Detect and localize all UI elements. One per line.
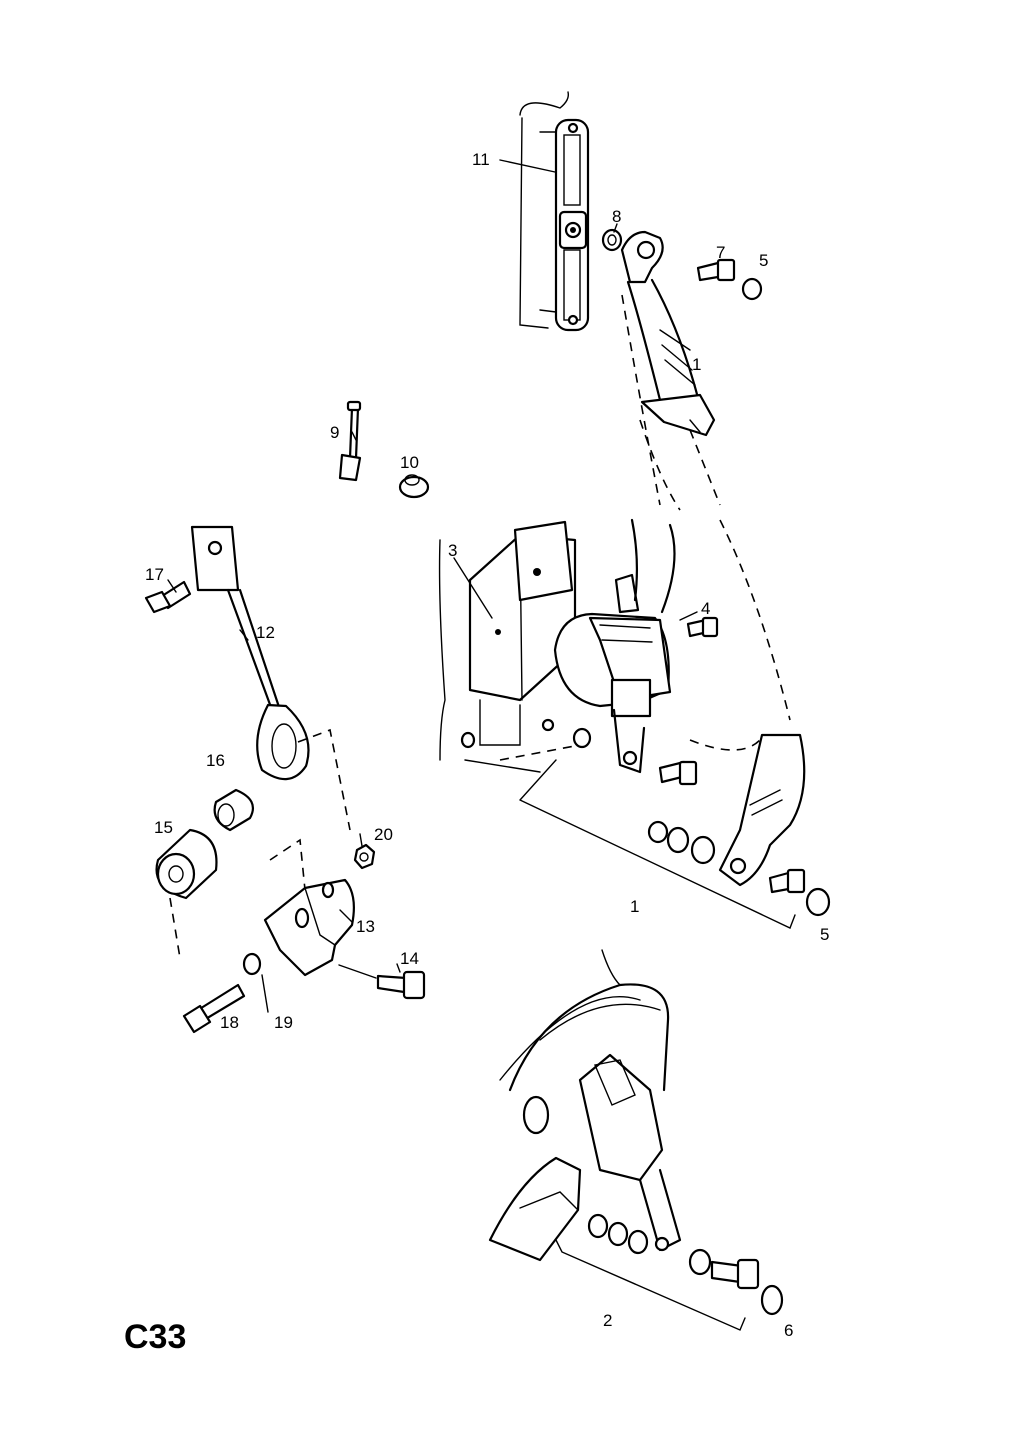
height-adjuster-rail	[519, 91, 590, 332]
retractor-assembly	[438, 518, 676, 774]
bolt-7	[696, 258, 736, 282]
bolt-18	[182, 983, 246, 1034]
washer-19	[242, 952, 262, 976]
lower-anchor-bolt-retractor	[460, 727, 698, 786]
callout-12: 12	[256, 623, 275, 642]
callout-1-upper: 1	[692, 355, 701, 374]
callout-9: 9	[330, 423, 339, 442]
callout-18: 18	[220, 1013, 239, 1032]
bush-15	[155, 828, 218, 900]
callout-17: 17	[145, 565, 164, 584]
callout-2: 2	[603, 1311, 612, 1330]
bolt-17	[144, 580, 192, 614]
callout-1-lower: 1	[630, 897, 639, 916]
callout-14: 14	[400, 949, 419, 968]
callout-19: 19	[274, 1013, 293, 1032]
callout-8: 8	[612, 207, 621, 226]
rivet-9	[338, 400, 362, 482]
callout-5-lower: 5	[820, 925, 829, 944]
callout-11: 11	[472, 150, 490, 169]
callout-4: 4	[701, 599, 710, 618]
callout-7: 7	[716, 243, 725, 262]
grommet-10	[398, 474, 430, 499]
callout-6: 6	[784, 1321, 793, 1340]
upper-belt-webbing	[620, 230, 721, 511]
callout-10: 10	[400, 453, 419, 472]
callout-3: 3	[448, 541, 457, 560]
towing-strap-12	[190, 525, 310, 781]
lower-anchor-strap	[519, 733, 831, 929]
nut-20	[353, 843, 376, 870]
callout-13: 13	[356, 917, 375, 936]
callout-labels: 11 8 7 5 1 9 10 3 4 17 12 16 15 20 13 14…	[145, 150, 829, 1340]
callout-5-upper: 5	[759, 251, 768, 270]
leader-lines	[167, 159, 698, 1013]
callout-15: 15	[154, 818, 173, 837]
bolt-14	[376, 970, 426, 1000]
page-code: C33	[124, 1318, 186, 1356]
callout-20: 20	[374, 825, 393, 844]
bracket-13	[263, 878, 355, 977]
bush-16	[213, 788, 254, 832]
buckle-assembly	[488, 949, 784, 1331]
callout-16: 16	[206, 751, 225, 770]
spacer-8	[601, 228, 623, 252]
cap-5-upper	[741, 277, 763, 301]
bolt-4	[686, 616, 719, 638]
